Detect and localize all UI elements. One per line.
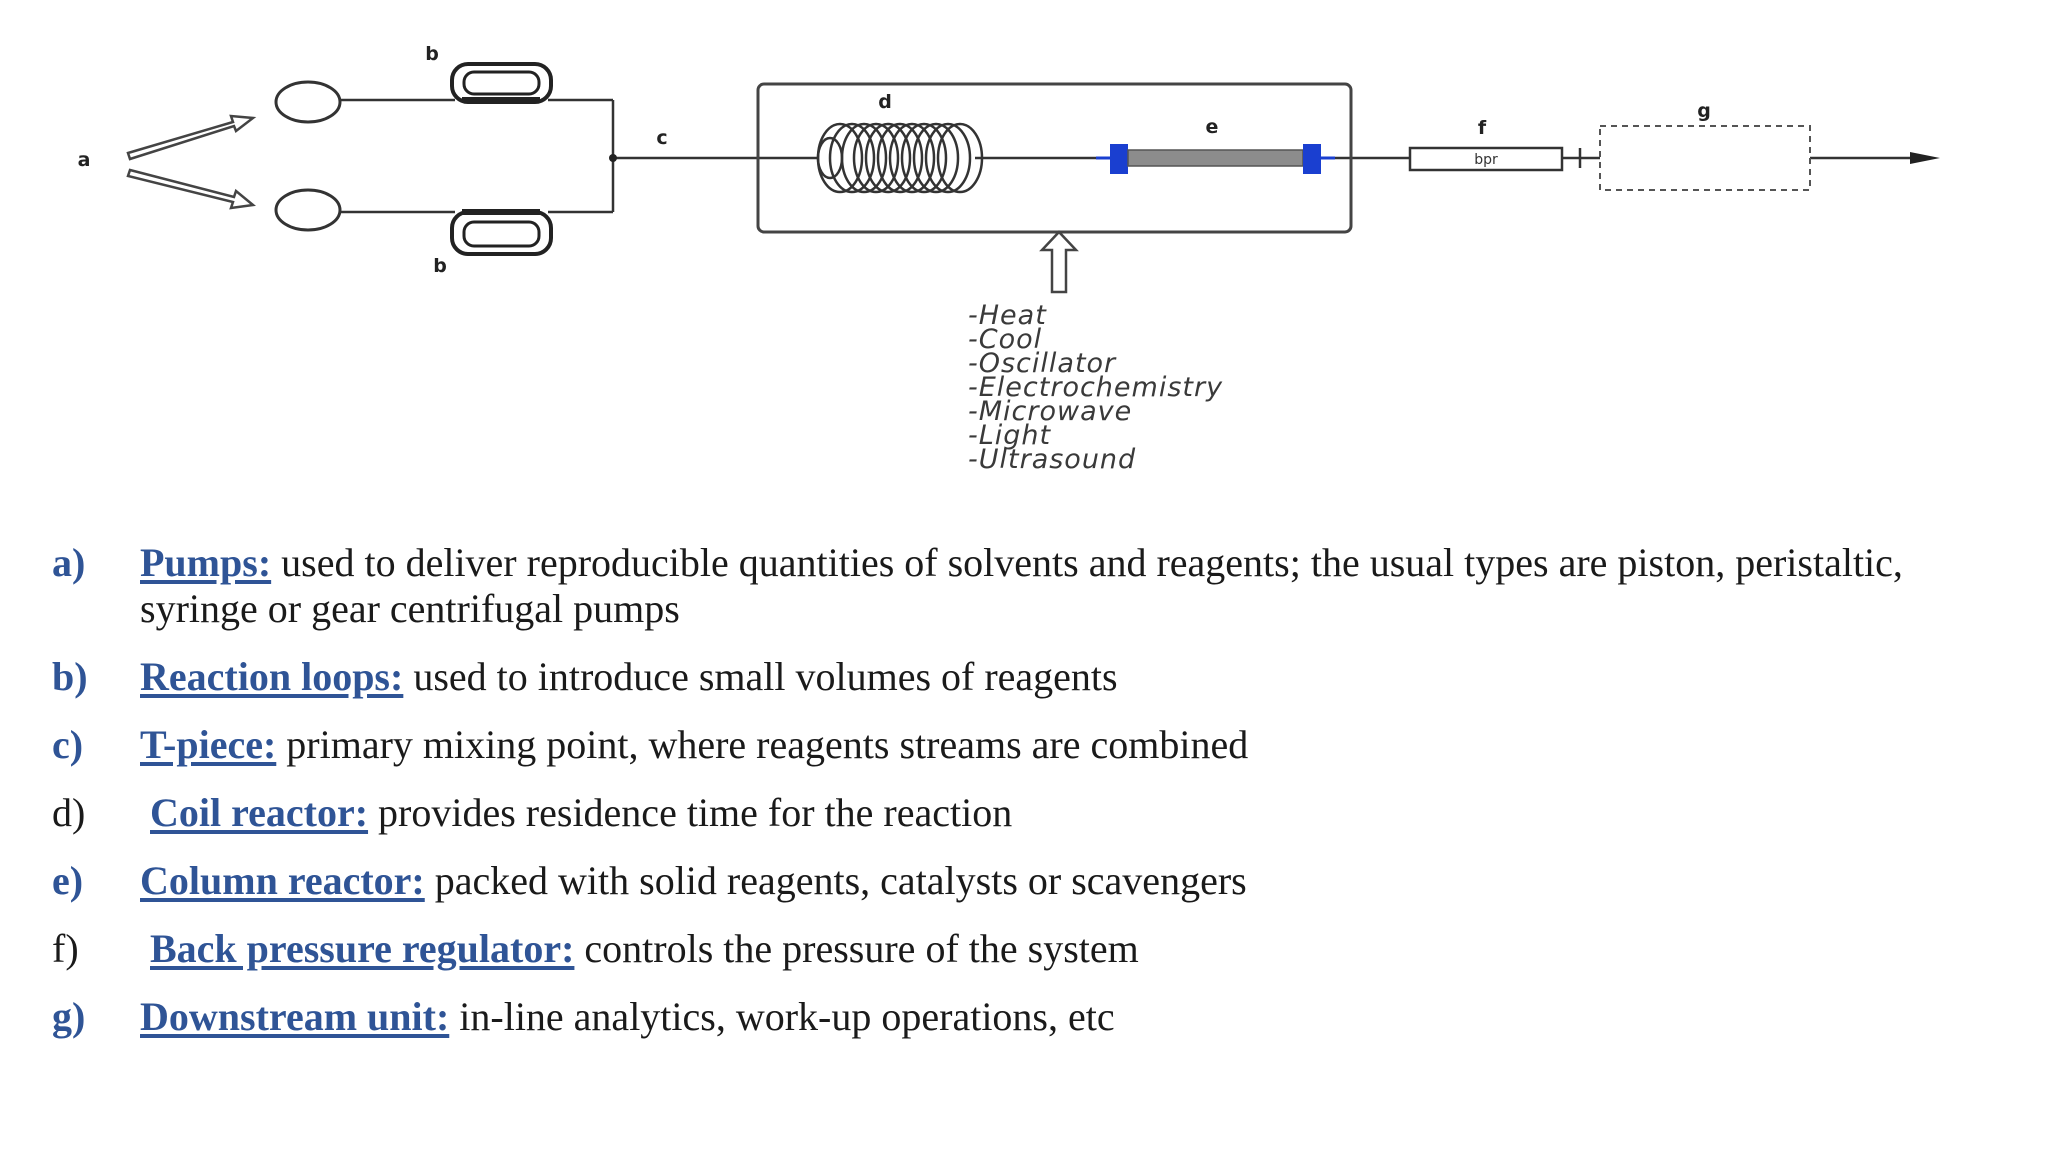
legend-term: Back pressure regulator: xyxy=(150,926,575,971)
legend-term: Downstream unit: xyxy=(140,994,450,1039)
module-item: -Microwave xyxy=(968,396,1132,427)
reactor-module-box xyxy=(756,82,1353,234)
legend-description: Column reactor: packed with solid reagen… xyxy=(140,858,2012,904)
outlet-arrowhead xyxy=(1910,152,1940,164)
legend-term: Coil reactor: xyxy=(150,790,369,835)
legend-item-t-piece: c) T-piece: primary mixing point, where … xyxy=(52,722,2012,768)
module-item: -Electrochemistry xyxy=(968,372,1223,403)
energy-input-arrow xyxy=(1039,230,1079,294)
flow-chemistry-diagram: bpr a b b c d e f g -Heat -Cool -Oscilla… xyxy=(78,43,1940,475)
legend-text: in-line analytics, work-up operations, e… xyxy=(449,994,1115,1039)
label-b-bottom: b xyxy=(433,255,447,277)
module-item: -Oscillator xyxy=(968,348,1117,379)
legend-description: Reaction loops: used to introduce small … xyxy=(140,654,2012,700)
module-item: -Ultrasound xyxy=(968,444,1136,475)
legend-item-pumps: a) Pumps: used to deliver reproducible q… xyxy=(52,540,2012,632)
legend-description: Back pressure regulator: controls the pr… xyxy=(140,926,2012,972)
legend-item-downstream-unit: g) Downstream unit: in-line analytics, w… xyxy=(52,994,2012,1040)
legend-term: Column reactor: xyxy=(140,858,425,903)
legend-description: Downstream unit: in-line analytics, work… xyxy=(140,994,2012,1040)
legend-term: T-piece: xyxy=(140,722,277,767)
bpr-label: bpr xyxy=(1474,152,1498,168)
coil-reactor xyxy=(816,122,984,194)
legend-text: primary mixing point, where reagents str… xyxy=(276,722,1249,767)
legend-key: d) xyxy=(52,790,86,835)
reaction-loop-bottom xyxy=(450,209,553,256)
downstream-unit xyxy=(1599,125,1811,191)
tubing xyxy=(340,98,1910,214)
column-reactor xyxy=(1096,144,1335,174)
label-d: d xyxy=(878,91,892,113)
legend-key: e) xyxy=(52,858,84,903)
legend-description: T-piece: primary mixing point, where rea… xyxy=(140,722,2012,768)
module-item: -Cool xyxy=(968,324,1042,355)
label-a: a xyxy=(78,149,91,171)
inlet-arrows xyxy=(126,114,257,210)
reaction-loop-top xyxy=(450,62,553,104)
label-e: e xyxy=(1206,116,1219,138)
pump-bottom xyxy=(274,188,342,232)
label-c: c xyxy=(656,127,667,149)
legend-text: packed with solid reagents, catalysts or… xyxy=(424,858,1247,903)
legend-term: Pumps: xyxy=(140,540,272,585)
legend-item-back-pressure-regulator: f) Back pressure regulator: controls the… xyxy=(52,926,2012,972)
pump-top xyxy=(274,80,342,124)
label-b-top: b xyxy=(425,43,439,65)
module-item: -Heat xyxy=(968,300,1047,331)
legend-description: Coil reactor: provides residence time fo… xyxy=(140,790,2012,836)
t-piece-junction xyxy=(609,154,617,162)
legend-text: used to deliver reproducible quantities … xyxy=(140,540,1903,631)
legend-text: controls the pressure of the system xyxy=(574,926,1139,971)
legend-text: provides residence time for the reaction xyxy=(368,790,1013,835)
legend-item-column-reactor: e) Column reactor: packed with solid rea… xyxy=(52,858,2012,904)
legend-item-reaction-loops: b) Reaction loops: used to introduce sma… xyxy=(52,654,2012,700)
module-item: -Light xyxy=(968,420,1052,451)
legend-term: Reaction loops: xyxy=(140,654,404,699)
legend-description: Pumps: used to deliver reproducible quan… xyxy=(140,540,2012,632)
component-legend: a) Pumps: used to deliver reproducible q… xyxy=(52,540,2012,1062)
back-pressure-regulator: bpr xyxy=(1408,146,1564,172)
legend-item-coil-reactor: d) Coil reactor: provides residence time… xyxy=(52,790,2012,836)
legend-key: a) xyxy=(52,540,86,585)
legend-text: used to introduce small volumes of reage… xyxy=(403,654,1118,699)
legend-key: b) xyxy=(52,654,88,699)
label-f: f xyxy=(1478,117,1487,139)
label-g: g xyxy=(1697,100,1711,122)
legend-key: f) xyxy=(52,926,79,971)
legend-key: c) xyxy=(52,722,84,767)
legend-key: g) xyxy=(52,994,86,1039)
energy-modules-list: -Heat -Cool -Oscillator -Electrochemistr… xyxy=(968,300,1223,475)
